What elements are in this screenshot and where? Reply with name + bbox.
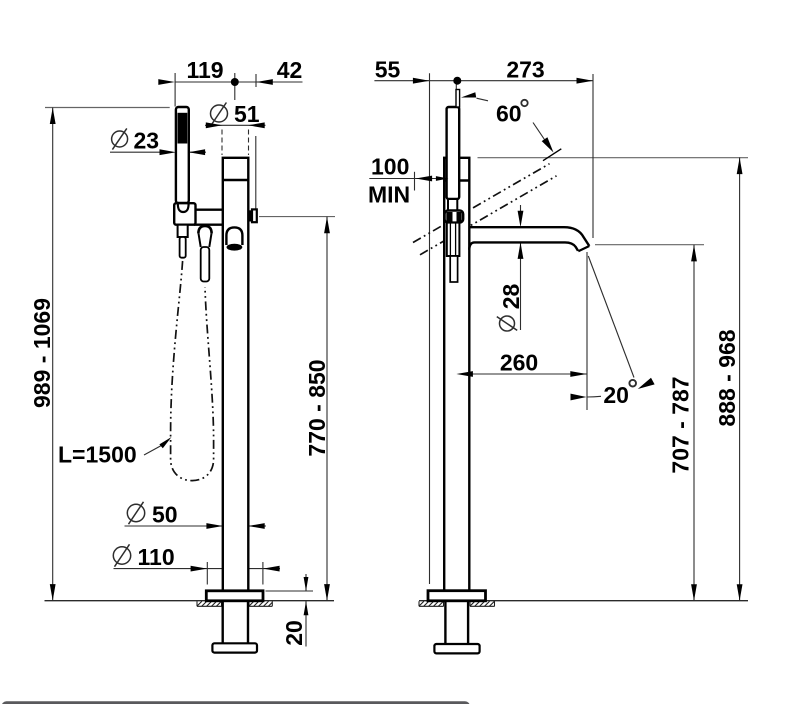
svg-text:707 - 787: 707 - 787 (668, 376, 694, 473)
svg-text:110: 110 (138, 544, 175, 570)
svg-text:51: 51 (234, 101, 260, 127)
svg-text:989 - 1069: 989 - 1069 (29, 298, 55, 408)
svg-text:20: 20 (603, 382, 629, 408)
svg-text:60: 60 (496, 101, 522, 127)
svg-text:119: 119 (186, 57, 223, 83)
svg-text:42: 42 (277, 57, 303, 83)
svg-text:23: 23 (134, 127, 160, 153)
svg-text:770 - 850: 770 - 850 (304, 359, 330, 456)
svg-text:888 - 968: 888 - 968 (714, 329, 740, 426)
svg-text:273: 273 (506, 57, 544, 83)
svg-text:50: 50 (152, 502, 178, 528)
svg-text:28: 28 (498, 284, 524, 310)
svg-text:55: 55 (375, 57, 401, 83)
svg-text:20: 20 (281, 620, 307, 646)
svg-text:L=1500: L=1500 (58, 442, 137, 468)
svg-text:260: 260 (500, 350, 538, 376)
svg-text:100: 100 (371, 154, 409, 180)
svg-text:MIN: MIN (368, 182, 410, 208)
